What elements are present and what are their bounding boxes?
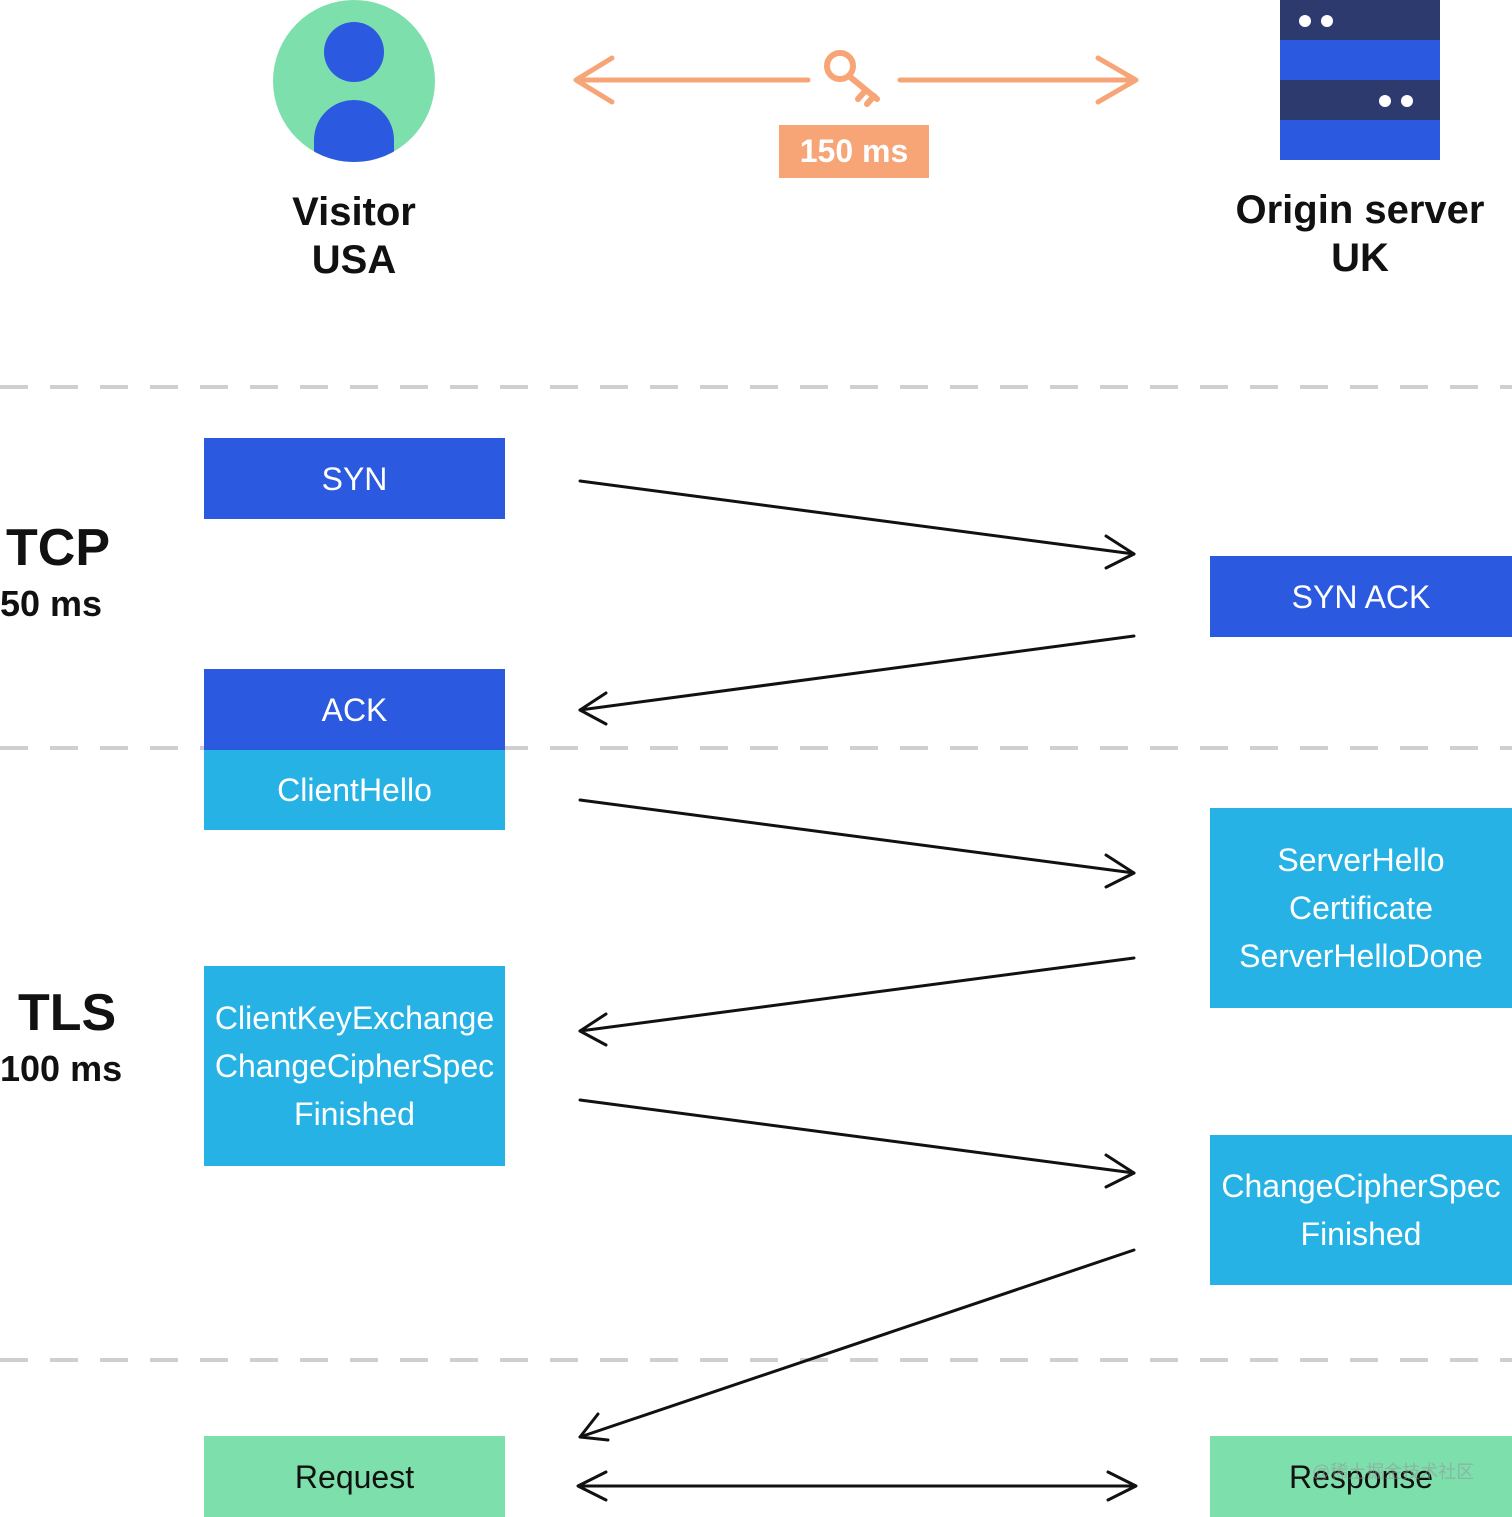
client-key-exchange-box: ClientKeyExchange ChangeCipherSpec Finis…: [204, 966, 505, 1166]
response-box: Response: [1210, 1436, 1512, 1517]
server-location: UK: [1331, 236, 1389, 280]
arrow-syn: [578, 479, 1136, 570]
tls-phase-time: 100 ms: [0, 1048, 123, 1089]
tcp-phase-time: 50 ms: [0, 583, 103, 624]
arrow-client-hello: [578, 798, 1136, 889]
server-hello-done-label: ServerHelloDone: [1239, 938, 1483, 974]
arrow-syn-ack: [578, 634, 1136, 726]
server-hello-label: ServerHello: [1277, 842, 1445, 878]
tls-phase-name: TLS: [18, 984, 117, 1042]
certificate-label: Certificate: [1288, 890, 1434, 926]
latency-arrow: [573, 55, 1139, 105]
tcp-phase-label: TCP: [6, 518, 110, 578]
visitor-label: Visitor USA: [224, 188, 484, 284]
client-finished-label: Finished: [294, 1096, 415, 1132]
latency-badge: 150 ms: [779, 125, 929, 178]
server-hello-box: ServerHello Certificate ServerHelloDone: [1210, 808, 1512, 1008]
request-box: Request: [204, 1436, 505, 1517]
arrow-server-hello: [578, 956, 1136, 1047]
client-key-exchange-label: ClientKeyExchange: [214, 1000, 495, 1036]
key-icon: [824, 50, 880, 107]
server-icon: [1280, 0, 1440, 160]
client-hello-label: ClientHello: [277, 772, 432, 808]
syn-ack-box: SYN ACK: [1210, 556, 1512, 637]
tls-phase-label: TLS: [18, 983, 116, 1043]
watermark: @稀土掘金技术社区: [1312, 1462, 1475, 1482]
response-label: Response: [1288, 1458, 1434, 1495]
server-finished-box: ChangeCipherSpec Finished: [1210, 1135, 1512, 1285]
arrow-client-key-exchange: [578, 1098, 1136, 1189]
client-change-cipher-spec-label: ChangeCipherSpec: [214, 1048, 495, 1084]
request-label: Request: [294, 1458, 415, 1495]
ack-box: ACK: [204, 669, 505, 750]
arrow-request-response: [576, 1470, 1138, 1502]
server-finished-label: Finished: [1300, 1216, 1422, 1252]
arrow-server-finished: [578, 1248, 1136, 1442]
client-hello-box: ClientHello: [204, 750, 505, 830]
visitor-location: USA: [311, 238, 397, 282]
syn-box: SYN: [204, 438, 505, 519]
server-label: Origin server UK: [1210, 186, 1510, 282]
syn-ack-label: SYN ACK: [1291, 578, 1431, 615]
tcp-phase-name: TCP: [6, 519, 110, 577]
server-change-cipher-spec-label: ChangeCipherSpec: [1221, 1168, 1501, 1204]
person-icon: [273, 0, 435, 162]
server-name: Origin server: [1235, 188, 1485, 232]
syn-label: SYN: [321, 460, 388, 497]
ack-label: ACK: [321, 691, 388, 728]
visitor-name: Visitor: [292, 190, 416, 234]
